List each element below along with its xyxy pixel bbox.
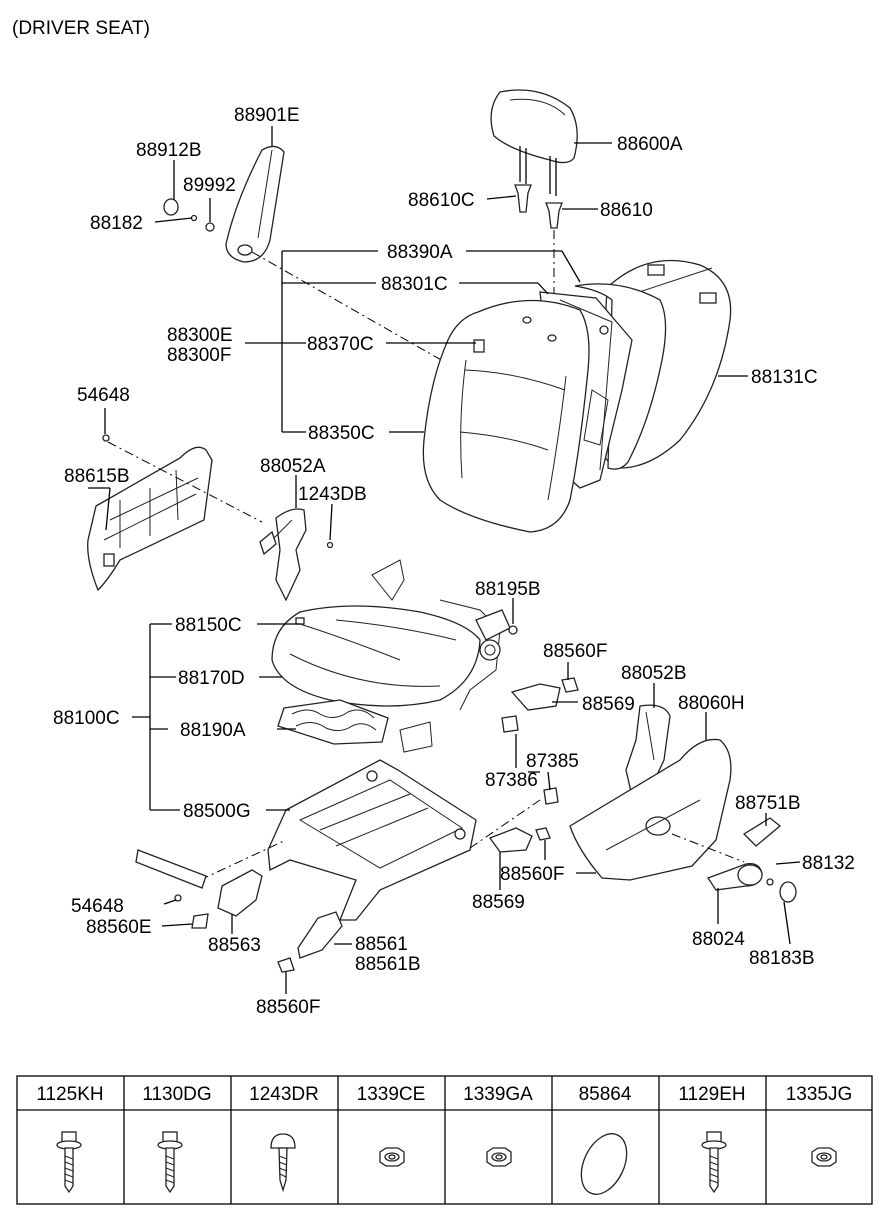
label-88563: 88563: [208, 935, 261, 956]
cushion-spring-mat: [277, 699, 389, 745]
label-88561B: 88561B: [355, 954, 421, 975]
label-88500G: 88500G: [183, 801, 251, 822]
label-88901E: 88901E: [234, 105, 300, 126]
label-88182: 88182: [90, 213, 143, 234]
label-88560F-mid: 88560F: [500, 864, 564, 885]
label-89992: 89992: [183, 175, 236, 196]
armrest-cap: [163, 198, 179, 216]
hex-bolt-icon: [701, 1131, 727, 1194]
screw-1243DB: [326, 541, 334, 549]
label-88610C: 88610C: [408, 190, 475, 211]
table-header-3: 1243DR: [249, 1084, 319, 1105]
clip-88560F-right: [561, 677, 579, 693]
table-header-5: 1339GA: [463, 1084, 533, 1105]
screw-88132: [766, 878, 774, 886]
table-header-4: 1339CE: [357, 1084, 426, 1105]
table-header-7: 1129EH: [678, 1084, 745, 1105]
armrest-bushing: [205, 198, 215, 232]
label-88100C: 88100C: [53, 708, 120, 729]
side-shield-front: [569, 738, 732, 881]
label-88560F-bottom: 88560F: [256, 997, 320, 1018]
label-88052A: 88052A: [260, 456, 326, 477]
label-88300F: 88300F: [167, 345, 231, 366]
bolt-88195B: [508, 625, 518, 635]
label-88190A: 88190A: [180, 720, 246, 741]
label-1243DB: 1243DB: [298, 484, 367, 505]
hex-bolt-icon: [56, 1131, 82, 1194]
leader-lines: [88, 126, 801, 994]
label-88132: 88132: [802, 853, 855, 874]
clip-87385: [543, 787, 559, 805]
cover-88569-top: [510, 683, 561, 711]
label-54648-bottom: 54648: [71, 896, 124, 917]
recliner-cover-right: [625, 704, 671, 797]
cushion-frame: [371, 559, 511, 753]
label-88300E: 88300E: [167, 325, 233, 346]
lever-88024: [707, 863, 763, 891]
label-88912B: 88912B: [136, 140, 202, 161]
label-88301C: 88301C: [381, 274, 448, 295]
label-88561: 88561: [355, 934, 408, 955]
seatback-cover: [422, 299, 590, 533]
bracket-87386: [501, 715, 519, 733]
cover-88561: [297, 911, 343, 959]
headrest-guide-left: [514, 184, 532, 213]
cap-88560E: [191, 913, 209, 929]
recliner-cover-left: [259, 508, 307, 602]
label-54648-top: 54648: [77, 385, 130, 406]
label-88569-top: 88569: [582, 694, 635, 715]
clip-88560F-mid: [535, 827, 551, 841]
armrest: [225, 145, 285, 263]
label-88615B: 88615B: [64, 466, 130, 487]
cap-88183B: [779, 881, 797, 903]
seat-track: [267, 759, 477, 921]
label-88131C: 88131C: [751, 367, 818, 388]
tapping-screw-icon: [270, 1133, 296, 1193]
label-88350C: 88350C: [308, 423, 375, 444]
table-header-6: 85864: [579, 1084, 632, 1105]
label-88390A: 88390A: [387, 242, 453, 263]
lever-88751B: [742, 817, 782, 847]
label-88150C: 88150C: [175, 615, 242, 636]
clip-88560F-bottom: [277, 957, 295, 973]
hex-nut-icon: [486, 1147, 512, 1167]
hex-nut-icon: [379, 1147, 405, 1167]
headrest: [490, 89, 578, 196]
label-88024: 88024: [692, 929, 745, 950]
label-87386: 87386: [485, 770, 538, 791]
seat-cushion-cover: [271, 605, 481, 707]
label-88560F-right: 88560F: [543, 641, 607, 662]
label-88052B: 88052B: [621, 663, 687, 684]
rail-cover-left: [135, 849, 207, 889]
hex-nut-icon: [811, 1147, 837, 1167]
cover-88569-bottom: [488, 827, 533, 853]
fastener-table: 1125KH 1130DG 1243DR 1339CE 1339GA 85864…: [16, 1075, 873, 1205]
label-88751B: 88751B: [735, 793, 801, 814]
oval-plug-icon: [580, 1133, 628, 1195]
table-header-1: 1125KH: [36, 1084, 103, 1105]
label-88610: 88610: [600, 200, 653, 221]
table-header-8: 1335JG: [786, 1084, 853, 1105]
clip-54648-top: [102, 434, 110, 442]
label-88600A: 88600A: [617, 134, 683, 155]
cover-88563: [217, 869, 263, 917]
side-shield-rear: [87, 446, 213, 592]
label-88170D: 88170D: [178, 668, 245, 689]
label-87385: 87385: [526, 751, 579, 772]
diagram-title: (DRIVER SEAT): [12, 18, 150, 39]
clip-54648-bottom: [174, 894, 182, 902]
label-88195B: 88195B: [475, 579, 541, 600]
label-88560E: 88560E: [86, 917, 152, 938]
armrest-screw: [190, 214, 198, 222]
label-88370C: 88370C: [307, 334, 374, 355]
hex-bolt-icon: [157, 1131, 183, 1194]
label-88183B: 88183B: [749, 948, 815, 969]
headrest-guide-right: [545, 202, 563, 229]
label-88060H: 88060H: [678, 693, 745, 714]
table-header-2: 1130DG: [142, 1084, 211, 1105]
label-88569-bottom: 88569: [472, 892, 525, 913]
